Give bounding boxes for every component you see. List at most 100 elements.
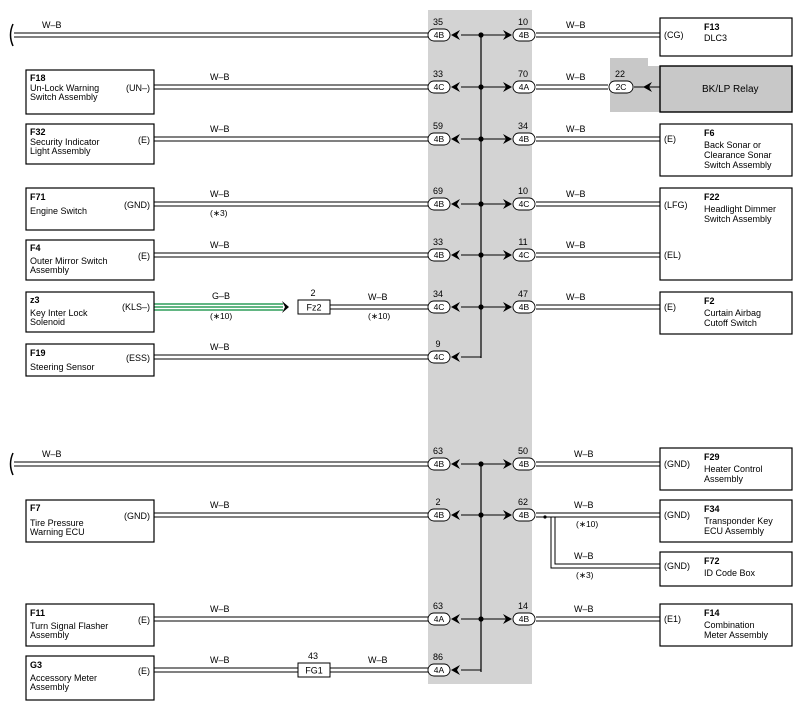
component-code: G3: [30, 660, 42, 670]
relay-box: BK/LP Relay: [659, 65, 793, 113]
wire-label: W–B: [566, 124, 586, 134]
component-terminal: (E): [664, 302, 676, 312]
wire-notes: (∗3) (∗10) (∗10) (∗10) (∗3): [210, 208, 598, 580]
component-line: Heater Control: [704, 464, 763, 474]
pin-number: 33: [433, 237, 443, 247]
component-line: Warning ECU: [30, 527, 85, 537]
note: (∗3): [210, 208, 228, 218]
connector-name: FG1: [305, 666, 323, 676]
component-code: F19: [30, 348, 46, 358]
inline-connector-fz2: 2 Fz2: [297, 288, 331, 315]
component-terminal: (E): [138, 666, 150, 676]
component-code: F22: [704, 192, 720, 202]
component-terminal: (E): [138, 615, 150, 625]
right-component-f34: (GND) F34 Transponder Key ECU Assembly: [659, 499, 793, 543]
component-code: F4: [30, 243, 41, 253]
pin-number: 63: [433, 601, 443, 611]
wire-label: W–B: [42, 449, 62, 459]
green-wire: [154, 303, 283, 311]
pin-number: 14: [518, 601, 528, 611]
pin-connector: 4C: [434, 82, 445, 92]
pin-number: 34: [433, 289, 443, 299]
right-component-f72: (GND) F72 ID Code Box: [659, 551, 793, 587]
relay-pin: 22 2C: [608, 69, 634, 94]
inline-connector-fg1: 43 FG1: [297, 651, 331, 678]
pin-number: 22: [615, 69, 625, 79]
pin-number: 2: [310, 288, 315, 298]
component-code: F6: [704, 128, 715, 138]
component-terminal: (KLS–): [122, 302, 150, 312]
component-line: Solenoid: [30, 317, 65, 327]
component-line: Switch Assembly: [30, 92, 98, 102]
right-component-f29: (GND) F29 Heater Control Assembly: [659, 447, 793, 491]
left-pin-8: 24B: [427, 497, 451, 522]
component-line: Key Inter Lock: [30, 308, 88, 318]
component-code: F72: [704, 556, 720, 566]
component-code: F29: [704, 452, 720, 462]
pin-connector: 2C: [616, 82, 627, 92]
component-code: F18: [30, 73, 46, 83]
left-component-f4: F4 Outer Mirror Switch Assembly (E): [25, 239, 155, 281]
wire-label: W–B: [566, 72, 586, 82]
pin-connector: 4A: [434, 665, 445, 675]
component-terminal: (GND): [124, 511, 150, 521]
component-terminal: (GND): [664, 561, 690, 571]
component-terminal: (E): [138, 135, 150, 145]
pin-connector: 4B: [434, 134, 445, 144]
component-line: Transponder Key: [704, 516, 773, 526]
right-component-f14: (E1) F14 Combination Meter Assembly: [659, 603, 793, 647]
component-code: F14: [704, 608, 720, 618]
component-line: Assembly: [704, 474, 744, 484]
right-component-f22: (LFG) (EL) F22 Headlight Dimmer Switch A…: [659, 187, 793, 281]
wire-label: W–B: [210, 72, 230, 82]
component-terminal: (GND): [664, 459, 690, 469]
pin-number: 86: [433, 652, 443, 662]
component-code: F34: [704, 504, 720, 514]
component-line: ID Code Box: [704, 568, 756, 578]
pin-arrows: [282, 30, 652, 675]
pin-number: 9: [435, 339, 440, 349]
component-line: Steering Sensor: [30, 362, 95, 372]
wire-label: W–B: [210, 189, 230, 199]
component-line: Headlight Dimmer: [704, 204, 776, 214]
wire-label: W–B: [368, 292, 388, 302]
component-line: Clearance Sonar: [704, 150, 772, 160]
left-component-f11: F11 Turn Signal Flasher Assembly (E): [25, 603, 155, 647]
pin-number: 10: [518, 186, 528, 196]
wire-label: W–B: [210, 124, 230, 134]
right-component-f2: (E) F2 Curtain Airbag Cutoff Switch: [659, 291, 793, 335]
left-component-f71: F71 Engine Switch (GND): [25, 187, 155, 231]
component-terminal: (E): [664, 134, 676, 144]
left-component-f19: F19 Steering Sensor (ESS): [25, 343, 155, 377]
component-line: Engine Switch: [30, 206, 87, 216]
wire-label: W–B: [210, 655, 230, 665]
component-line: Accessory Meter: [30, 673, 97, 683]
wire-label: W–B: [574, 604, 594, 614]
pin-number: 59: [433, 121, 443, 131]
wire-break-marks: [9, 23, 14, 476]
component-line: Cutoff Switch: [704, 318, 757, 328]
component-terminal: (GND): [664, 510, 690, 520]
component-line: Curtain Airbag: [704, 308, 761, 318]
pin-connector: 4B: [519, 30, 530, 40]
connector-name: Fz2: [306, 303, 321, 313]
note: (∗10): [576, 519, 598, 529]
junction-block: [428, 10, 532, 684]
pin-number: 34: [518, 121, 528, 131]
component-code: F2: [704, 296, 715, 306]
component-line: Un-Lock Warning: [30, 83, 99, 93]
component-terminal: (E1): [664, 614, 681, 624]
pin-connector: 4C: [434, 302, 445, 312]
component-terminal: (LFG): [664, 200, 688, 210]
pin-connector: 4B: [434, 30, 445, 40]
